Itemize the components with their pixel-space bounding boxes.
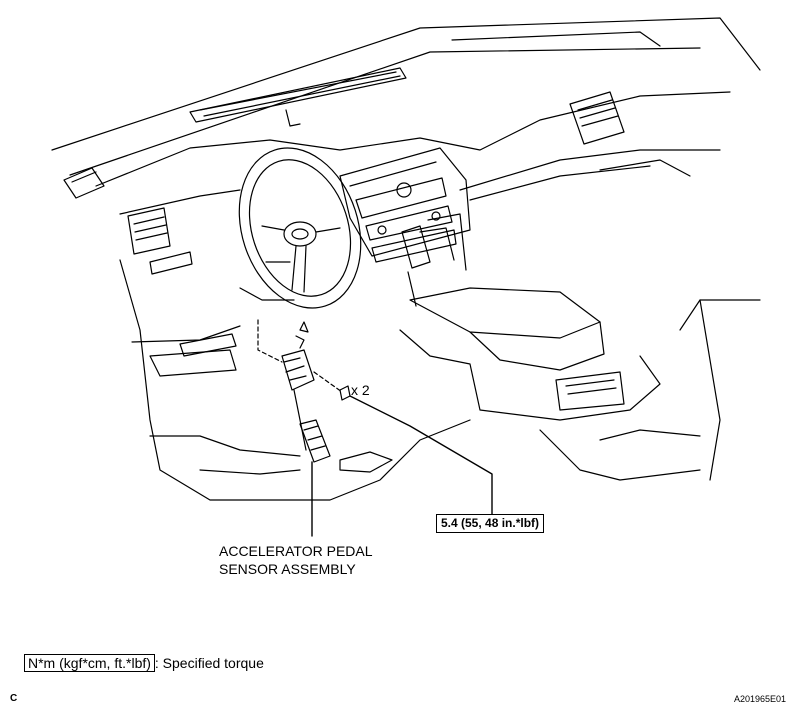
part-label-line2: SENSOR ASSEMBLY — [219, 561, 356, 577]
torque-legend: N*m (kgf*cm, ft.*lbf): Specified torque — [24, 654, 264, 672]
shift-lever — [401, 225, 455, 307]
part-label-line1: ACCELERATOR PEDAL — [219, 543, 373, 559]
torque-spec-box: 5.4 (55, 48 in.*lbf) — [436, 514, 545, 533]
figure-id: A201965E01 — [733, 694, 786, 704]
part-label: ACCELERATOR PEDAL SENSOR ASSEMBLY — [219, 542, 373, 578]
center-armrest — [399, 287, 661, 421]
legend-unit-box: N*m (kgf*cm, ft.*lbf) — [24, 654, 155, 672]
leader-lines — [311, 395, 493, 537]
steering-wheel — [238, 147, 362, 309]
left-dash-vent — [127, 207, 193, 275]
right-dash-vent — [569, 91, 625, 145]
corner-code-left: C — [10, 693, 18, 704]
defroster-vent — [189, 67, 407, 127]
windshield-outline — [51, 17, 761, 176]
floor-outline — [119, 259, 761, 501]
bolt-quantity: x 2 — [351, 382, 370, 398]
accelerator-pedal-sensor-assembly — [281, 321, 331, 463]
mounting-dashed-lines — [257, 319, 343, 393]
legend-text: : Specified torque — [154, 655, 264, 671]
left-corner-vent — [63, 167, 105, 199]
bolt-icon — [339, 385, 351, 401]
center-console — [339, 147, 471, 271]
dashboard-outline — [95, 91, 731, 215]
